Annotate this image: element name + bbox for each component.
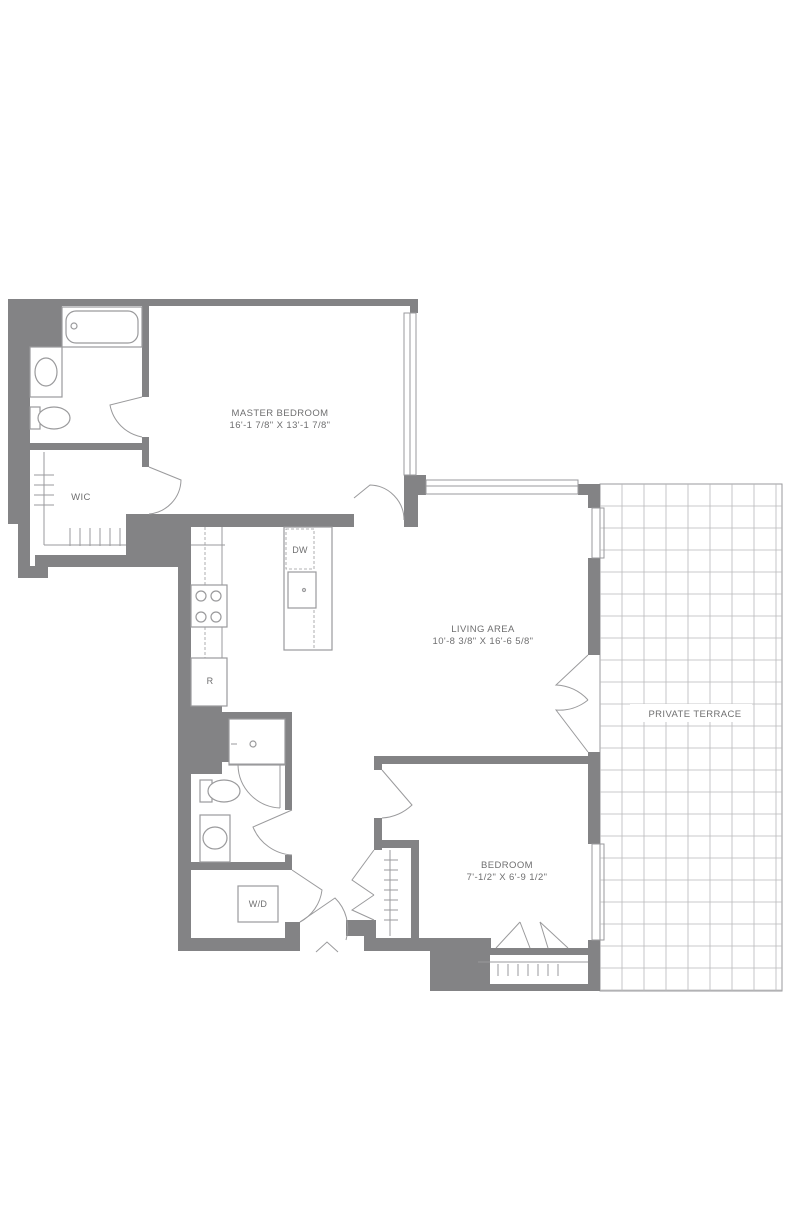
dishwasher-label: DW: [292, 545, 308, 555]
bedroom-name: BEDROOM: [481, 860, 533, 871]
windows: [403, 312, 605, 941]
wic-name: WIC: [71, 492, 91, 503]
washer-dryer-label: W/D: [249, 899, 268, 909]
walls: [8, 299, 600, 991]
refrigerator-label: R: [207, 676, 214, 686]
private-terrace-name: PRIVATE TERRACE: [648, 709, 741, 720]
bedroom-dims: 7'-1/2" X 6'-9 1/2": [467, 872, 548, 883]
fixtures: [29, 306, 588, 976]
room-labels: MASTER BEDROOM 16'-1 7/8" X 13'-1 7/8" W…: [71, 408, 741, 909]
master-bedroom-name: MASTER BEDROOM: [232, 408, 329, 419]
living-area-name: LIVING AREA: [451, 624, 515, 635]
private-terrace: [599, 483, 783, 992]
master-bedroom-dims: 16'-1 7/8" X 13'-1 7/8": [230, 420, 331, 431]
living-area-dims: 10'-8 3/8" X 16'-6 5/8": [433, 636, 534, 647]
doors: [109, 396, 589, 953]
